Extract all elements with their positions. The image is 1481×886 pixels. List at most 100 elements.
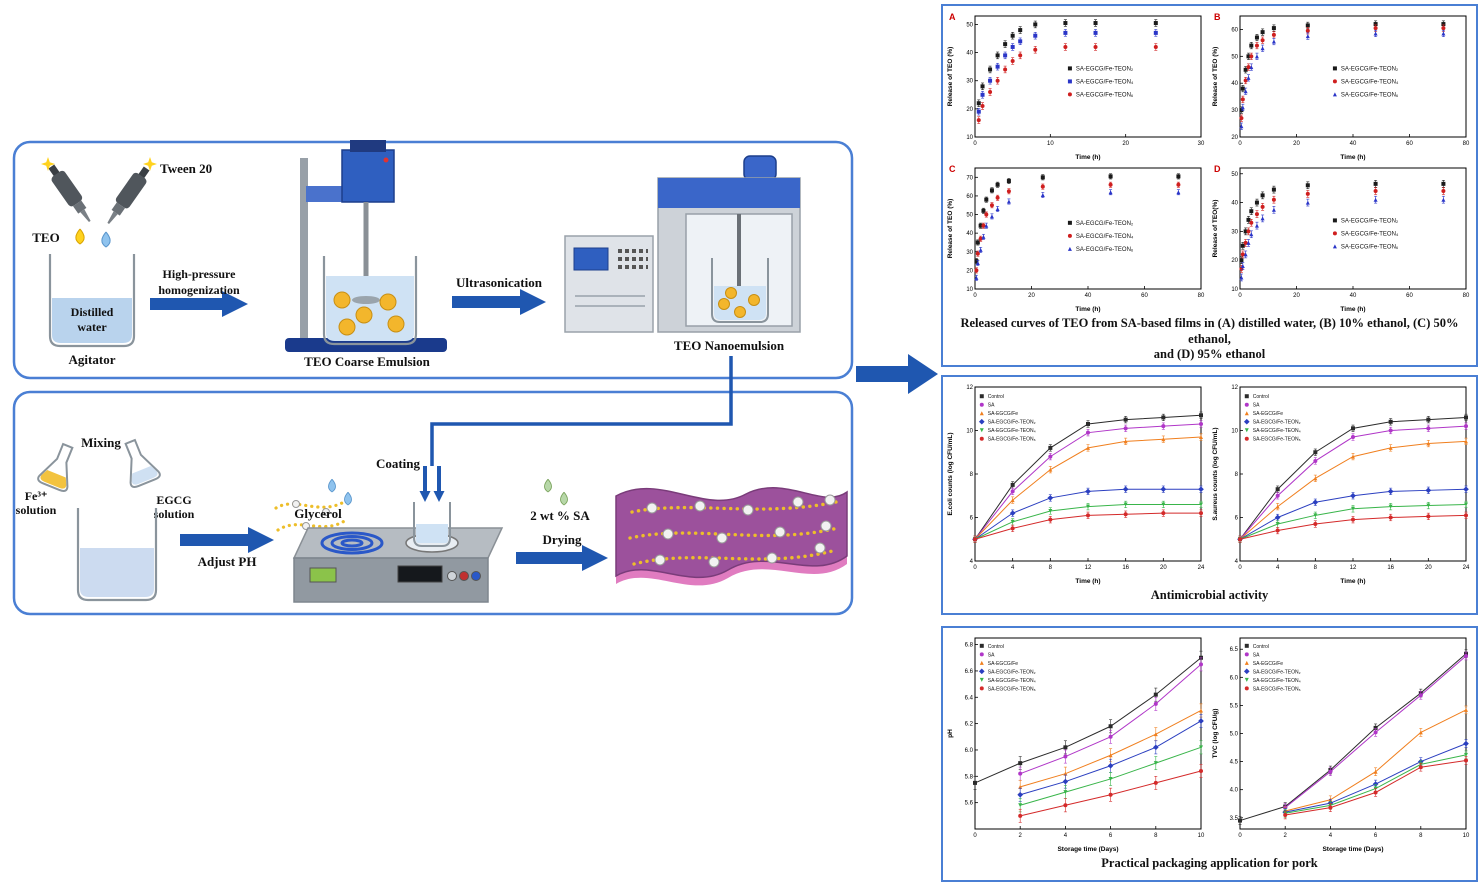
chart-legend: SA-EGCG/Fe-TEON₂SA-EGCG/Fe-TEON₄SA-EGCG/… [1332, 66, 1398, 98]
svg-text:20: 20 [1231, 135, 1238, 141]
svg-text:6: 6 [1109, 833, 1113, 839]
svg-text:SA-EGCG/Fe: SA-EGCG/Fe [1252, 411, 1283, 417]
process-diagram: TEO Tween 20 Distilled water Agitator Hi… [12, 140, 938, 616]
svg-text:Control: Control [988, 394, 1004, 400]
svg-text:SA: SA [1252, 652, 1259, 658]
series-SA-EGCG/Fe-TEON₄ [1018, 740, 1203, 813]
svg-text:10: 10 [966, 287, 973, 293]
svg-text:0: 0 [1238, 141, 1242, 147]
svg-text:10: 10 [1198, 833, 1205, 839]
svg-text:Release of TEO (%): Release of TEO (%) [947, 47, 954, 107]
teo-pipette-icon [48, 164, 91, 222]
svg-text:SA-EGCG/Fe-TEON₂: SA-EGCG/Fe-TEON₂ [988, 669, 1036, 675]
svg-text:SA-EGCG/Fe-TEON₂: SA-EGCG/Fe-TEON₂ [1340, 218, 1398, 224]
svg-text:SA-EGCG/Fe-TEON₄: SA-EGCG/Fe-TEON₄ [1340, 79, 1398, 85]
svg-text:4: 4 [1275, 565, 1279, 571]
svg-text:30: 30 [966, 79, 973, 85]
series-SA-EGCG/Fe-TEON₄ [1238, 24, 1445, 122]
mixing-beaker-icon [76, 508, 158, 602]
coarse-emulsion-label: TEO Coarse Emulsion [304, 354, 430, 369]
svg-text:60: 60 [1141, 293, 1148, 299]
svg-text:40: 40 [966, 231, 973, 237]
svg-text:6.5: 6.5 [1229, 647, 1238, 653]
svg-text:60: 60 [1406, 141, 1413, 147]
svg-text:6.8: 6.8 [965, 643, 974, 649]
svg-text:Time (h): Time (h) [1075, 578, 1100, 585]
svg-text:5.5: 5.5 [1229, 703, 1238, 709]
tween-pipette-icon [107, 166, 150, 224]
film-icon [615, 487, 848, 586]
chart-legend: ControlSASA-EGCG/FeSA-EGCG/Fe-TEON₂SA-EG… [978, 394, 1036, 443]
svg-text:20: 20 [1293, 293, 1300, 299]
series-SA [1237, 422, 1468, 543]
svg-text:30: 30 [966, 250, 973, 256]
film-nanoparticles-icon [646, 494, 836, 568]
series-SA-EGCG/Fe-TEON₄ [973, 500, 1203, 543]
svg-text:20: 20 [1424, 565, 1431, 571]
svg-text:0: 0 [973, 565, 977, 571]
tween-drop-icon [101, 231, 111, 248]
svg-text:20: 20 [1293, 141, 1300, 147]
series-SA-EGCG/Fe-TEON₆ [1282, 756, 1468, 820]
chart-legend: SA-EGCG/Fe-TEON₂SA-EGCG/Fe-TEON₄SA-EGCG/… [1067, 220, 1134, 253]
svg-text:4.5: 4.5 [1229, 760, 1238, 766]
distilled-water-beaker: Distilled water [48, 254, 136, 348]
svg-text:SA-EGCG/Fe-TEON₄: SA-EGCG/Fe-TEON₄ [1252, 678, 1300, 684]
svg-text:40: 40 [966, 51, 973, 57]
svg-text:pH: pH [947, 729, 954, 738]
chart-legend: SA-EGCG/Fe-TEON₂SA-EGCG/Fe-TEON₄SA-EGCG/… [1332, 218, 1398, 250]
svg-text:SA-EGCG/Fe-TEON₄: SA-EGCG/Fe-TEON₄ [988, 678, 1036, 684]
svg-text:20: 20 [966, 268, 973, 274]
svg-text:Control: Control [988, 644, 1004, 650]
svg-text:0: 0 [1238, 293, 1242, 299]
svg-text:4.0: 4.0 [1229, 788, 1238, 794]
svg-text:40: 40 [1231, 201, 1238, 207]
drying-label: Drying [543, 532, 583, 547]
svg-text:30: 30 [1231, 229, 1238, 235]
svg-text:20: 20 [1231, 258, 1238, 264]
ultrasonication-arrow-icon [452, 289, 546, 315]
svg-text:SA-EGCG/Fe-TEON₂: SA-EGCG/Fe-TEON₂ [988, 420, 1036, 426]
svg-text:4: 4 [1328, 833, 1332, 839]
homogenization-arrow-icon [150, 291, 248, 317]
svg-text:3.5: 3.5 [1229, 816, 1238, 822]
glycerol-drop-icon [328, 478, 336, 493]
glycerol-label: Glycerol [294, 506, 342, 521]
series-SA-EGCG/Fe-TEON₂ [976, 19, 1158, 107]
distilled-water-label: Distilled [71, 305, 114, 319]
svg-text:B: B [1214, 12, 1221, 22]
svg-text:40: 40 [1085, 293, 1092, 299]
svg-text:Time (h): Time (h) [1340, 154, 1365, 161]
svg-text:5.6: 5.6 [965, 801, 974, 807]
svg-text:Control: Control [1252, 394, 1268, 400]
glycerol-drop-icon [344, 491, 352, 506]
svg-text:TVC (log CFU/g): TVC (log CFU/g) [1212, 709, 1219, 759]
svg-text:SA-EGCG/Fe-TEON₆: SA-EGCG/Fe-TEON₆ [1252, 686, 1300, 692]
svg-text:60: 60 [966, 194, 973, 200]
svg-text:10: 10 [1231, 287, 1238, 293]
svg-text:50: 50 [966, 213, 973, 219]
release-caption-line2: and (D) 95% ethanol [1153, 347, 1266, 362]
svg-text:Storage time (Days): Storage time (Days) [1057, 846, 1118, 853]
adjust-ph-arrow-icon [180, 527, 274, 553]
homogenization-label2: homogenization [158, 283, 240, 297]
ultrasonicator-icon [564, 155, 801, 333]
series-SA-EGCG/Fe-TEON₂ [1236, 485, 1469, 543]
svg-text:10: 10 [966, 429, 973, 435]
series-SA-EGCG/Fe-TEON₆ [1237, 511, 1468, 543]
svg-text:12: 12 [1231, 385, 1238, 391]
svg-text:2: 2 [1019, 833, 1023, 839]
hot-plate-icon [292, 527, 504, 603]
teo-label: TEO [32, 230, 59, 245]
svg-text:4: 4 [1234, 559, 1238, 565]
svg-text:50: 50 [1231, 54, 1238, 60]
